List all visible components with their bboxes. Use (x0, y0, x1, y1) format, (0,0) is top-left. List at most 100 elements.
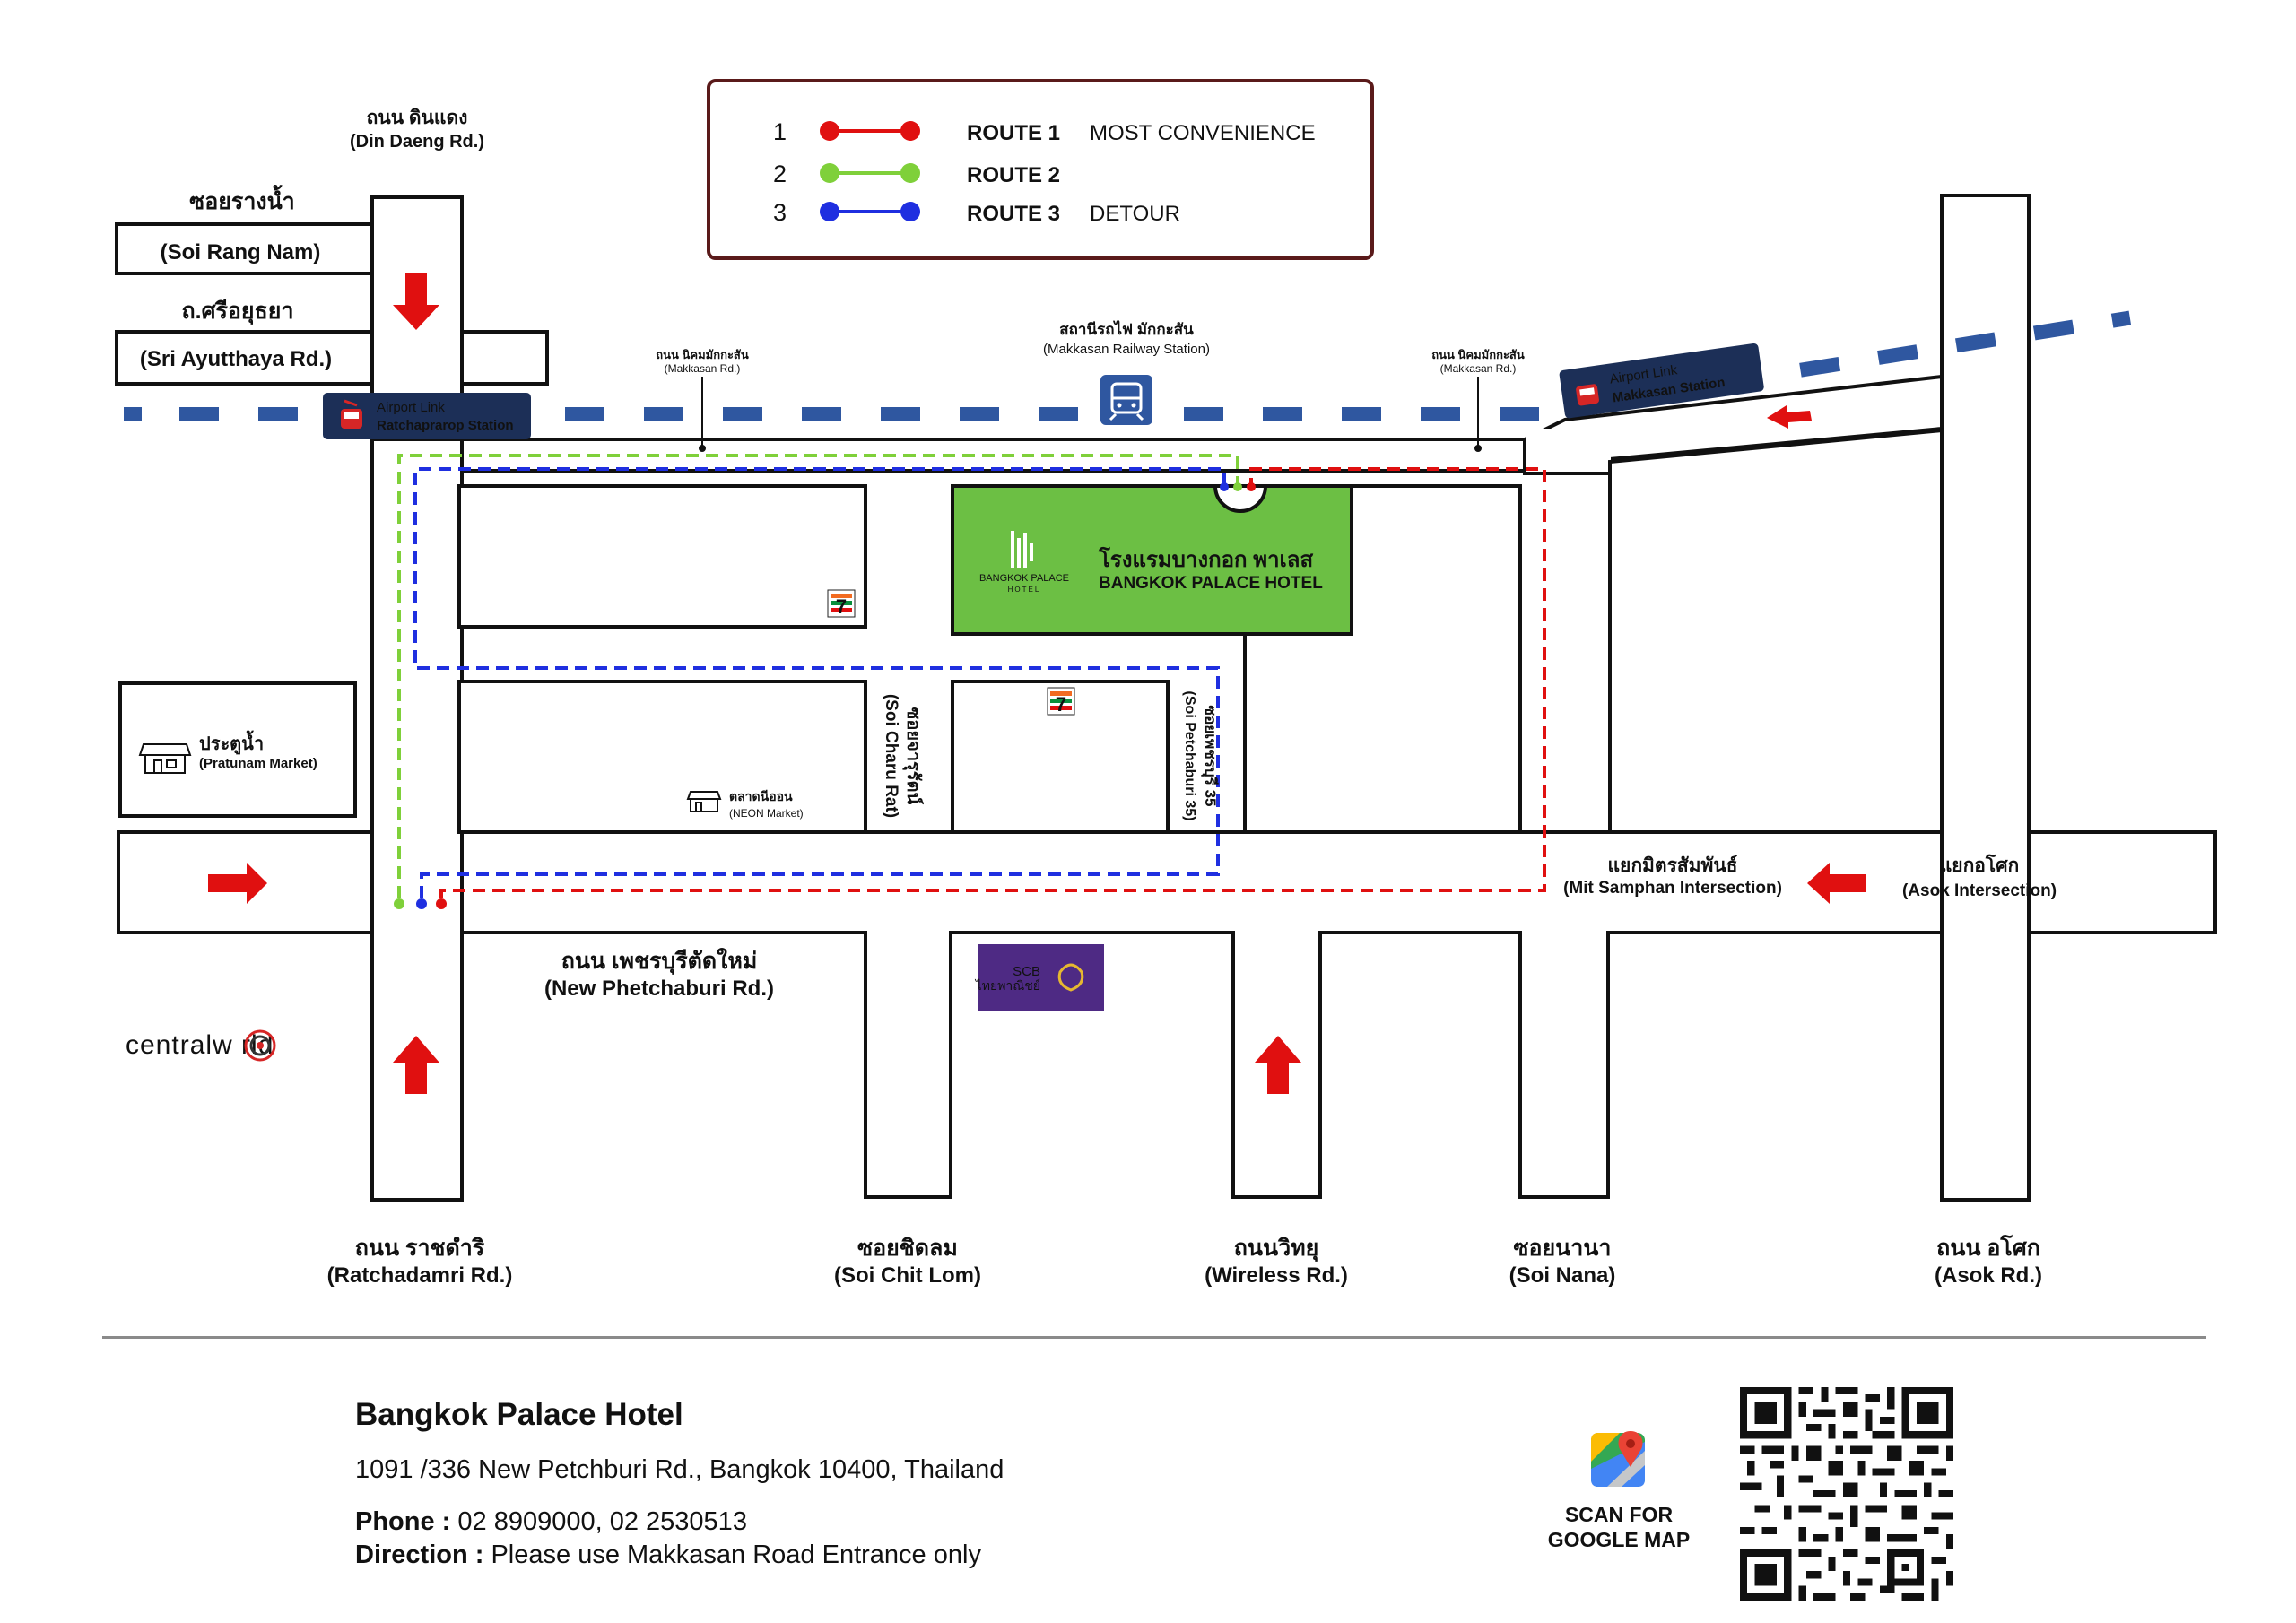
din-daeng-thai: ถนน ดินแดง (367, 108, 468, 128)
hotel-logo-text-2: HOTEL (1008, 586, 1041, 594)
svg-text:7: 7 (1056, 693, 1066, 716)
nana-thai: ซอยนานา (1514, 1236, 1612, 1261)
svg-text:SCB: SCB (1013, 964, 1040, 979)
route-lines (397, 454, 1546, 898)
hotel-logo-icon (1011, 531, 1033, 568)
train-icon (1109, 382, 1144, 421)
svg-text:(NEON Market): (NEON Market) (729, 807, 804, 820)
neon-market[interactable]: ตลาดนีออน (NEON Market) (686, 789, 804, 820)
road-junction-fills (120, 226, 2027, 934)
direction-value: Please use Makkasan Road Entrance only (483, 1541, 981, 1569)
airport-link-ratchaprarop-station[interactable]: Airport Link Ratchaprarop Station (323, 393, 531, 439)
direction-arrows (208, 273, 1866, 1094)
market-icon (138, 743, 192, 774)
block-southwest (457, 680, 867, 834)
makkasan-railway-station[interactable]: สถานีรถไฟ มักกะสัน (Makkasan Railway Sta… (1043, 320, 1210, 425)
nana-english: (Soi Nana) (1509, 1263, 1616, 1288)
road-soi-nana (1518, 931, 1610, 1199)
scan-line-2: GOOGLE MAP (1547, 1528, 1691, 1551)
block-pratunam (118, 681, 357, 818)
din-daeng-english: (Din Daeng Rd.) (350, 132, 484, 152)
red-direction-arrow-right (208, 863, 267, 904)
svg-text:แยกอโศก: แยกอโศก (1940, 854, 2020, 876)
mit-samphan-intersection: แยกมิตรสัมพันธ์ (Mit Samphan Intersectio… (1563, 855, 1782, 898)
route-3-path (413, 467, 1226, 898)
makkasan-rail-thai: สถานีรถไฟ มักกะสัน (1059, 320, 1194, 338)
svg-text:(Mit Samphan Intersection): (Mit Samphan Intersection) (1563, 879, 1782, 898)
sri-ayutthaya-thai: ถ.ศรีอยุธยา (182, 299, 294, 325)
sri-ayutthaya-english: (Sri Ayutthaya Rd.) (140, 347, 332, 371)
seven-eleven-logo: 7 (827, 589, 856, 618)
footer-divider (102, 1336, 2206, 1339)
svg-text:Airport Link: Airport Link (377, 400, 445, 415)
google-maps-icon (1591, 1431, 1645, 1487)
seven-eleven-logo: 7 (1047, 687, 1075, 716)
scan-line-1: SCAN FOR (1564, 1503, 1674, 1526)
legend-route-1: 1 ROUTE 1 MOST CONVENIENCE (773, 118, 1316, 145)
hotel-logo-text-1: BANGKOK PALACE (979, 573, 1069, 584)
phone-value[interactable]: 02 8909000, 02 2530513 (450, 1507, 747, 1536)
airport-train-icon (341, 399, 362, 429)
airport-link-makkasan-station[interactable]: Airport Link Makkasan Station (1559, 343, 1764, 419)
road-soi-chit-lom (864, 931, 952, 1199)
route-legend: 1 ROUTE 1 MOST CONVENIENCE 2 ROUTE 2 3 R… (707, 79, 1374, 260)
hotel-name: Bangkok Palace Hotel (355, 1397, 683, 1432)
red-direction-arrow-down (393, 273, 439, 330)
petchaburi35-thai: ซอยเพชรบุรี 35 (1201, 706, 1220, 807)
pratunam-market[interactable]: ประตูน้ำ (Pratunam Market) (138, 730, 317, 774)
makkasan-rail-english: (Makkasan Railway Station) (1043, 342, 1210, 357)
svg-text:ตลาดนีออน: ตลาดนีออน (729, 789, 793, 803)
ratchadamri-english: (Ratchadamri Rd.) (327, 1263, 513, 1288)
svg-text:1: 1 (773, 118, 787, 145)
red-direction-arrow-left-top (1767, 405, 1812, 429)
airport-train-icon (1576, 384, 1599, 406)
asok-intersection: แยกอโศก (Asok Intersection) (1902, 854, 2057, 900)
svg-text:Ratchaprarop Station: Ratchaprarop Station (377, 418, 514, 433)
svg-text:แยกมิตรสัมพันธ์: แยกมิตรสัมพันธ์ (1608, 855, 1738, 876)
hotel-block[interactable]: BANGKOK PALACE HOTEL โรงแรมบางกอก พาเลส … (951, 484, 1353, 636)
soi-rang-nam-thai: ซอยรางน้ำ (189, 184, 294, 214)
city-blocks (118, 428, 1944, 834)
svg-text:3: 3 (773, 199, 787, 226)
hotel-phone: Phone : 02 8909000, 02 2530513 (355, 1507, 747, 1537)
block-northwest (457, 484, 867, 629)
svg-text:(Pratunam Market): (Pratunam Market) (199, 756, 317, 771)
svg-text:MOST CONVENIENCE: MOST CONVENIENCE (1090, 121, 1316, 145)
phone-label: Phone : (355, 1507, 451, 1536)
svg-text:ไทยพาณิชย์: ไทยพาณิชย์ (975, 978, 1040, 993)
new-phetchaburi-english: (New Phetchaburi Rd.) (544, 976, 774, 1001)
centralworld-logo: centralw rld (126, 1029, 276, 1062)
svg-text:7: 7 (836, 595, 847, 618)
chit-lom-english: (Soi Chit Lom) (834, 1263, 981, 1288)
asok-english: (Asok Rd.) (1935, 1263, 2042, 1288)
route-1-path (439, 467, 1546, 898)
makkasan-west-english: (Makkasan Rd.) (665, 362, 741, 375)
road-labels: ถนน ดินแดง (Din Daeng Rd.) ซอยรางน้ำ (So… (140, 108, 2042, 1288)
wireless-thai: ถนนวิทยุ (1234, 1236, 1318, 1263)
red-direction-arrow-up-wireless (1255, 1036, 1301, 1094)
soi-rang-nam-english: (Soi Rang Nam) (161, 240, 321, 265)
petchaburi35-english: (Soi Petchaburi 35) (1182, 691, 1197, 821)
makkasan-west-thai: ถนน นิคมมักกะสัน (656, 348, 749, 361)
red-direction-arrow-up-ratchadamri (393, 1036, 439, 1094)
route-2-path (397, 454, 1239, 898)
direction-label: Direction : (355, 1541, 484, 1569)
route-endpoints (394, 482, 1256, 909)
asok-thai: ถนน อโศก (1936, 1234, 2040, 1261)
scb-logo: SCB ไทยพาณิชย์ (975, 944, 1104, 1011)
svg-text:ROUTE 1: ROUTE 1 (967, 121, 1060, 145)
footer: Bangkok Palace Hotel 1091 /336 New Petch… (0, 1336, 2296, 1623)
charu-rat-english: (Soi Charu Rat) (882, 694, 900, 818)
hotel-name-english: BANGKOK PALACE HOTEL (1099, 574, 1323, 593)
road-asok-connector (1523, 374, 1944, 475)
legend-route-2: 2 ROUTE 2 (773, 161, 1060, 187)
ratchadamri-thai: ถนน ราชดำริ (355, 1236, 485, 1261)
makkasan-east-thai: ถนน นิคมมักกะสัน (1431, 348, 1525, 361)
legend-route-3: 3 ROUTE 3 DETOUR (773, 199, 1180, 226)
chit-lom-thai: ซอยชิดลม (857, 1236, 958, 1261)
qr-code[interactable] (1740, 1387, 1953, 1601)
svg-text:ROUTE 3: ROUTE 3 (967, 202, 1060, 226)
makkasan-east-english: (Makkasan Rd.) (1440, 362, 1517, 375)
scan-for-google-map: SCAN FOR GOOGLE MAP (1525, 1502, 1713, 1552)
